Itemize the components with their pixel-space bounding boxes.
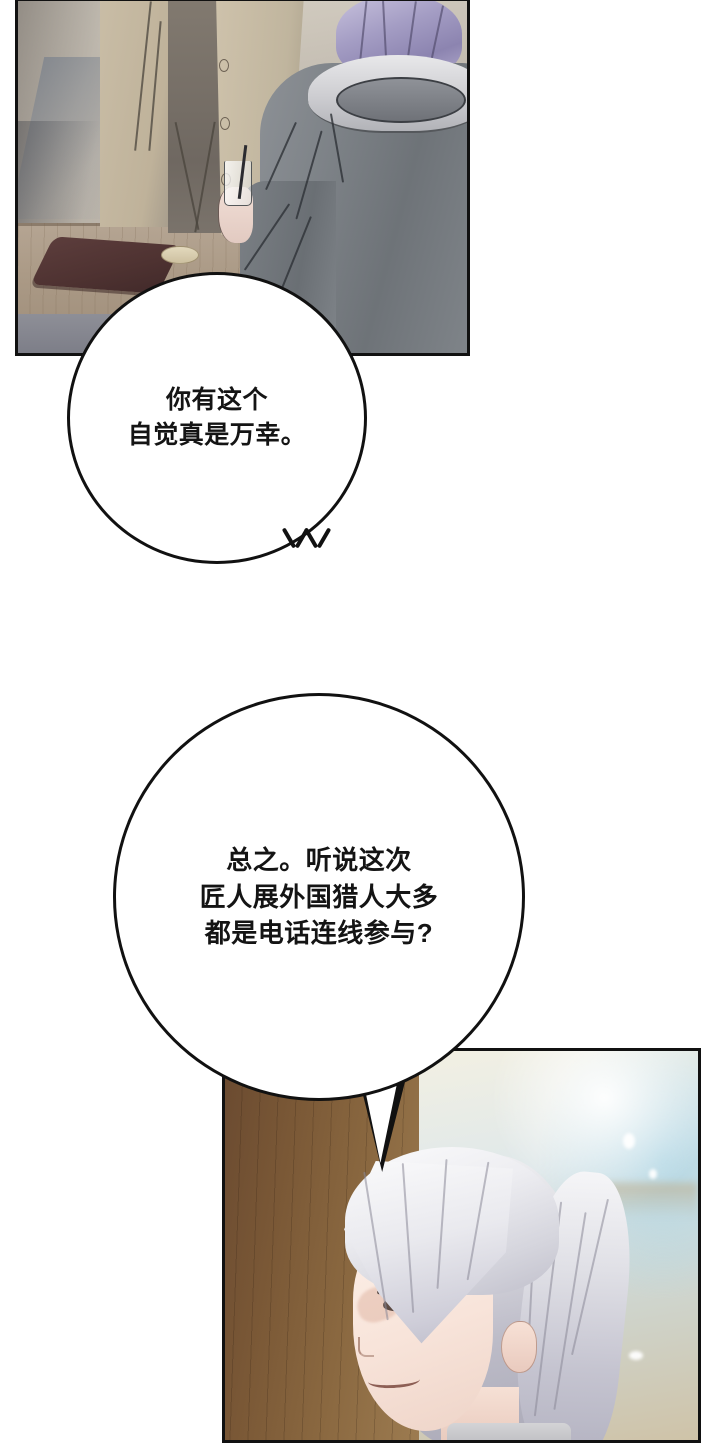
coaster: [161, 246, 199, 264]
light-sparkle: [623, 1133, 635, 1149]
coat-button: [219, 59, 229, 72]
speech-bubble-lower-text: 总之。听说这次 匠人展外国猎人大多 都是电话连线参与?: [199, 844, 439, 949]
light-sparkle: [629, 1351, 643, 1360]
speech-bubble-upper-text: 你有这个 自觉真是万幸。: [127, 385, 307, 450]
hood-opening: [336, 77, 466, 123]
shirt-collar: [447, 1423, 571, 1440]
drink-glass: [224, 161, 252, 206]
character-closeup-panel: [222, 1048, 701, 1443]
speech-bubble-upper: 你有这个 自觉真是万幸。: [67, 272, 367, 564]
light-sparkle: [649, 1169, 657, 1179]
nose: [358, 1337, 374, 1357]
coat-button: [220, 117, 230, 130]
speech-bubble-lower: 总之。听说这次 匠人展外国猎人大多 都是电话连线参与?: [113, 693, 525, 1101]
ear: [501, 1321, 537, 1373]
